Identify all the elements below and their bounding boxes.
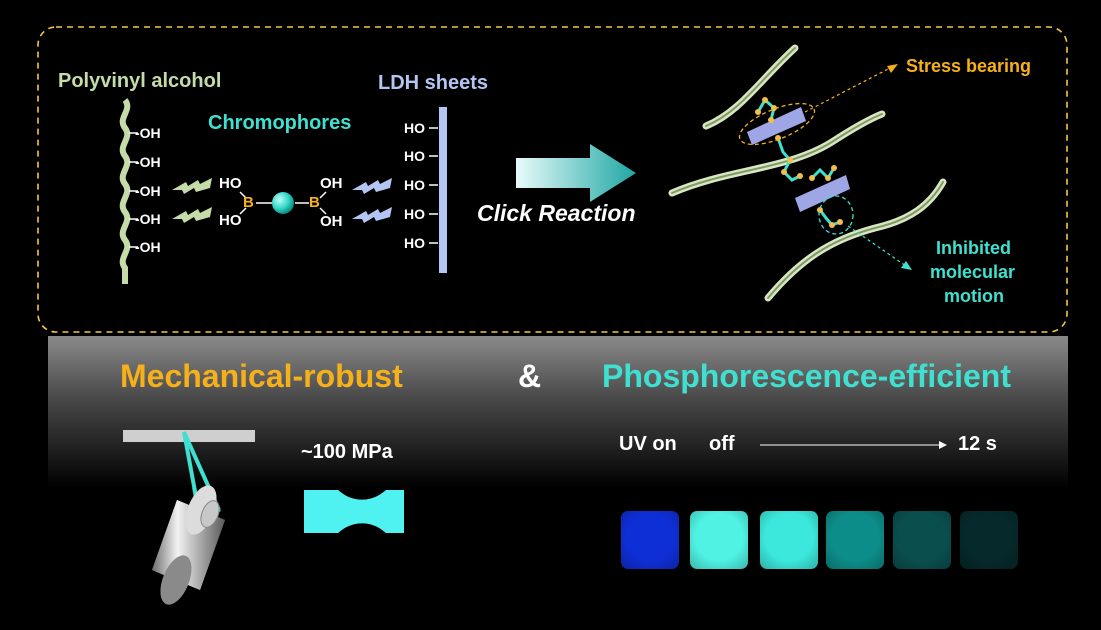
pva-oh-1: -OH xyxy=(135,125,161,141)
chromophores-label: Chromophores xyxy=(208,112,352,134)
pva-oh-5: -OH xyxy=(135,239,161,255)
motion-pointer-head xyxy=(901,261,912,270)
stress-ellipse xyxy=(738,102,816,146)
property-band xyxy=(48,336,1068,488)
motion-ellipse xyxy=(818,195,854,235)
boron-left: B xyxy=(243,194,254,211)
ldh-hydroxyl-bonds xyxy=(429,127,438,244)
ldh-sheet xyxy=(439,107,447,273)
chromophore-core xyxy=(272,192,294,214)
phosphor-tile-2 xyxy=(760,511,818,569)
phosphorescence-efficient-label: Phosphorescence-efficient xyxy=(602,358,1011,394)
chromophore-molecule xyxy=(239,191,327,215)
pva-oh-4: -OH xyxy=(135,211,161,227)
inhibited-line-3: motion xyxy=(944,286,1004,306)
stress-pointer-head xyxy=(887,64,898,73)
uv-on-label: UV on xyxy=(619,433,677,455)
stress-bearing-label: Stress bearing xyxy=(906,56,1032,76)
ldh-platelets xyxy=(747,107,850,212)
ldh-ho-5: HO xyxy=(404,235,425,251)
chromophore-ho-top: HO xyxy=(219,175,242,192)
dashed-frame xyxy=(37,26,1068,333)
inhibited-line-2: molecular xyxy=(930,262,1016,282)
crosslink-nodes xyxy=(755,97,843,228)
pva-label: Polyvinyl alcohol xyxy=(58,70,222,92)
pva-chain xyxy=(119,98,131,284)
chromophore-oh-top: OH xyxy=(320,175,343,192)
ldh-sheets-label: LDH sheets xyxy=(378,72,489,94)
phosphor-tile-uv-on xyxy=(621,511,679,569)
pva-oh-3: -OH xyxy=(135,183,161,199)
pva-hydroxyl-bonds xyxy=(129,132,138,248)
mechanical-robust-label: Mechanical-robust xyxy=(120,358,403,394)
timeline-arrowhead-top xyxy=(939,441,947,449)
pva-zigzag-bonds xyxy=(172,178,212,223)
hanging-bar-top xyxy=(123,430,255,442)
ldh-ho-4: HO xyxy=(404,206,425,222)
ldh-zigzag-bonds xyxy=(352,178,392,223)
polymer-network xyxy=(668,44,947,302)
boron-right: B xyxy=(309,194,320,211)
inhibited-line-1: Inhibited xyxy=(936,238,1011,258)
pva-oh-2: -OH xyxy=(135,154,161,170)
phosphor-tile-1 xyxy=(690,511,748,569)
strength-label: ~100 MPa xyxy=(301,441,393,463)
crosslinks xyxy=(756,97,841,227)
ldh-ho-2: HO xyxy=(404,148,425,164)
click-reaction-label: Click Reaction xyxy=(477,200,636,226)
time-label: 12 s xyxy=(958,433,997,455)
ldh-ho-3: HO xyxy=(404,177,425,193)
phosphor-tile-3 xyxy=(826,511,884,569)
stress-pointer xyxy=(804,66,893,113)
chromophore-oh-bottom: OH xyxy=(320,213,343,230)
off-label: off xyxy=(709,433,735,455)
ldh-ho-1: HO xyxy=(404,120,425,136)
dogbone-specimen-top xyxy=(304,490,404,533)
weight-icon-top xyxy=(152,485,225,605)
phosphor-tile-4 xyxy=(893,511,951,569)
chromophore-ho-bottom: HO xyxy=(219,212,242,229)
ampersand: & xyxy=(518,358,542,394)
phosphor-tile-5 xyxy=(960,511,1018,569)
reaction-arrow xyxy=(516,144,636,202)
